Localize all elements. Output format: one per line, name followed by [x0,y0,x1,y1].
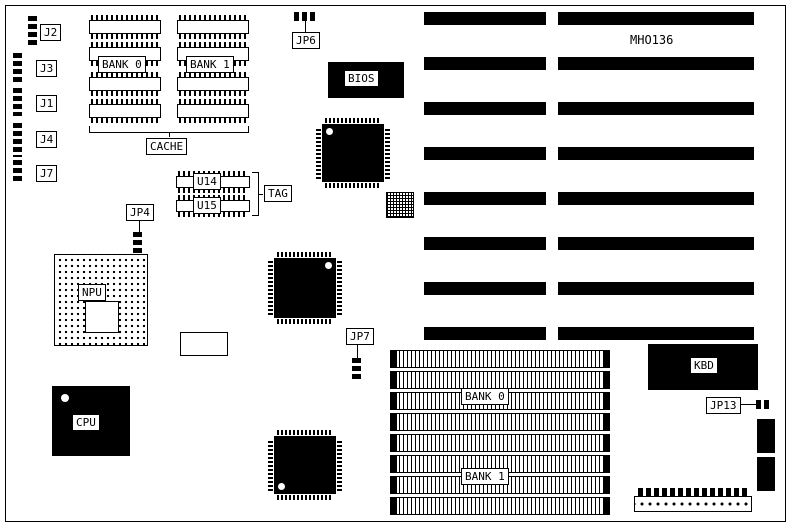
jp7-label: JP7 [346,328,374,345]
isa-slot [558,282,754,295]
connector-j4-pins [13,123,22,157]
connector-j3-pins [13,53,22,83]
isa-slot [424,102,546,115]
isa-slot [424,282,546,295]
jp13-pins [756,400,772,409]
power-header [634,496,752,512]
cpu-label: CPU [72,414,100,431]
u15-label: U15 [193,197,221,214]
edge-connector [757,419,775,453]
power-header-pins [638,488,750,496]
isa-slot [558,192,754,205]
cache-bank0-label: BANK 0 [98,56,146,73]
isa-slot [424,147,546,160]
oscillator [180,332,228,356]
jp4-leader-line [139,221,140,232]
bios-label: BIOS [344,70,379,87]
isa-slot [558,12,754,25]
isa-slot [558,57,754,70]
jp13-leader-line [741,404,756,405]
plcc-socket [386,192,414,218]
jp6-leader-line [305,21,306,32]
cache-chip [89,99,161,123]
cache-chip [177,15,249,39]
jp13-label: JP13 [706,397,741,414]
cache-chip [177,72,249,96]
isa-slot [424,192,546,205]
simm-socket [390,497,610,515]
memory-bank0-label: BANK 0 [461,388,509,405]
simm-socket [390,413,610,431]
board-model: MHO136 [630,33,674,47]
jp7-pins [352,358,361,382]
connector-j2-pins [28,16,37,46]
isa-slot [424,57,546,70]
simm-socket [390,371,610,389]
kbd-label: KBD [690,357,718,374]
cache-chip [89,72,161,96]
cache-label: CACHE [146,138,188,155]
cache-brace [89,126,249,137]
tag-brace [252,172,263,216]
jp4-label: JP4 [126,204,154,221]
isa-slot [424,12,546,25]
simm-socket [390,434,610,452]
cache-bank1-label: BANK 1 [186,56,234,73]
jp4-pins [133,232,142,254]
connector-j2-label: J2 [40,24,62,41]
qfp-chipset-1 [316,118,390,188]
memory-bank1-label: BANK 1 [461,468,509,485]
cache-chip [177,99,249,123]
qfp-chipset-3 [268,430,342,500]
connector-j1-label: J1 [36,95,58,112]
connector-j3-label: J3 [36,60,58,77]
connector-j1-pins [13,88,22,116]
connector-j7-label: J7 [36,165,58,182]
isa-slot [558,237,754,250]
u14-label: U14 [193,173,221,190]
isa-slot [424,237,546,250]
jp6-pins [294,12,318,21]
isa-slot [558,327,754,340]
isa-slot [558,102,754,115]
npu-label: NPU [78,284,106,301]
jp6-label: JP6 [292,32,320,49]
isa-slot [558,147,754,160]
tag-label: TAG [264,185,292,202]
jp7-leader-line [357,345,358,358]
cache-chip [89,15,161,39]
isa-slot [424,327,546,340]
edge-connector [757,457,775,491]
simm-socket [390,350,610,368]
board-outline [5,5,786,522]
connector-j7-pins [13,160,22,184]
qfp-chipset-2 [268,252,342,324]
connector-j4-label: J4 [36,131,58,148]
